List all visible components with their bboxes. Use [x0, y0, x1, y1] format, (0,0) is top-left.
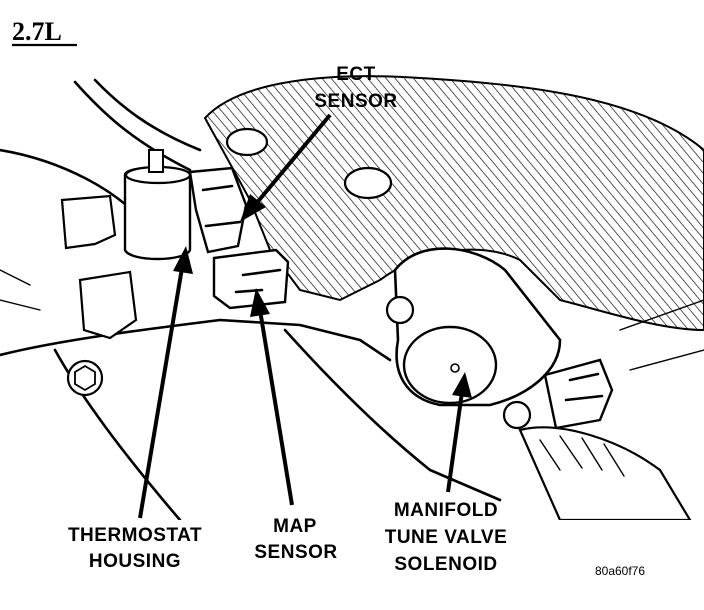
label-map-line1: MAP — [273, 516, 317, 537]
label-ect-line2: SENSOR — [314, 91, 397, 112]
label-mtv-line1: MANIFOLD — [394, 500, 498, 521]
engine-drawing — [0, 75, 704, 520]
mtv-connector — [543, 358, 614, 430]
map-sensor-body — [212, 248, 290, 310]
engine-title: 2.7L — [12, 17, 62, 46]
ribbed-component — [518, 426, 692, 520]
mtv-bolt-left — [385, 295, 415, 325]
mtv-solenoid-cap — [402, 325, 498, 405]
label-map-line2: SENSOR — [254, 542, 337, 563]
leader-mtv — [446, 372, 472, 493]
manifold-port-2 — [343, 166, 393, 200]
left-bracket — [60, 194, 117, 250]
ect-connector — [188, 166, 248, 254]
label-ect-line1: ECT — [336, 64, 376, 85]
label-thermostat-line1: THERMOSTAT — [68, 525, 202, 546]
lower-left-bracket — [78, 270, 138, 340]
label-mtv-line2: TUNE VALVE — [385, 527, 508, 548]
mtv-bolt-lower — [502, 400, 532, 430]
label-thermostat-line2: HOUSING — [89, 551, 181, 572]
label-mtv-line3: SOLENOID — [394, 554, 497, 575]
figure-code: 80a60f76 — [595, 564, 645, 578]
manifold-port-1 — [225, 127, 269, 157]
upper-hose — [73, 80, 192, 172]
leader-thermostat — [138, 246, 193, 519]
leader-ect — [240, 113, 332, 222]
engine-block-edge — [0, 318, 392, 362]
leader-map — [250, 288, 294, 506]
